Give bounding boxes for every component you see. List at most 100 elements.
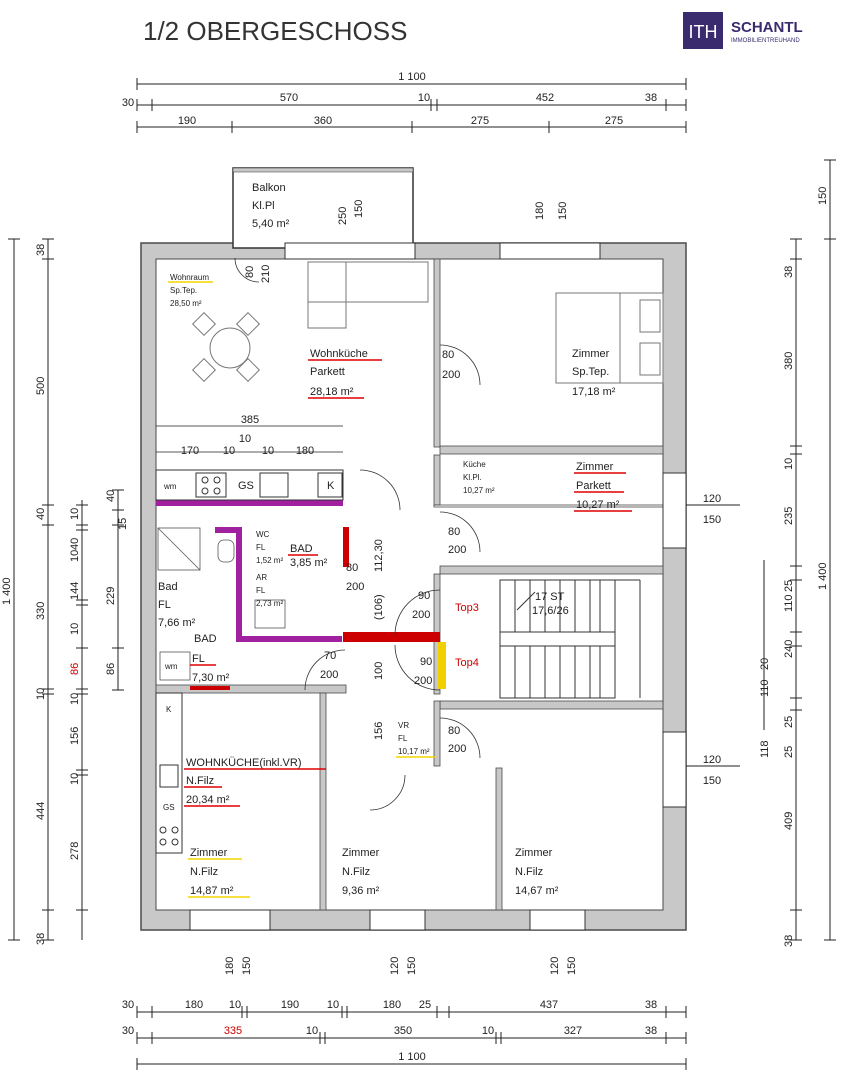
svg-text:VR: VR <box>398 721 409 730</box>
svg-text:335: 335 <box>224 1025 242 1037</box>
svg-text:235: 235 <box>783 507 795 525</box>
svg-text:200: 200 <box>448 544 466 556</box>
stairs-label: 17 ST <box>535 591 565 603</box>
svg-text:38: 38 <box>645 1025 657 1037</box>
svg-text:10: 10 <box>69 508 81 520</box>
svg-text:14,67 m²: 14,67 m² <box>515 885 559 897</box>
furniture <box>191 261 664 384</box>
svg-text:500: 500 <box>35 377 47 395</box>
svg-text:Zimmer: Zimmer <box>342 847 380 859</box>
svg-text:17,18 m²: 17,18 m² <box>572 386 616 398</box>
bath-fixtures <box>157 527 286 681</box>
right-dim-labels: 150 1 400 38 380 10 235 25 110 240 20 11… <box>703 187 829 947</box>
room-bad-top: BAD 3,85 m² <box>288 543 328 569</box>
interior-walls <box>155 258 664 911</box>
logo-initials: ITH <box>689 22 718 42</box>
room-zimmer-e: Zimmer Parkett 10,27 m² <box>574 461 632 512</box>
svg-text:1 400: 1 400 <box>817 562 829 590</box>
top-dimensions <box>136 78 687 133</box>
svg-text:150: 150 <box>566 957 578 975</box>
purple-wall-highlight <box>156 500 343 642</box>
svg-text:120: 120 <box>549 957 561 975</box>
kitchen-dim-lines <box>156 425 343 453</box>
svg-text:444: 444 <box>35 802 47 820</box>
dim-top-d: 452 <box>536 92 554 104</box>
logo-mark <box>683 12 723 49</box>
svg-text:25: 25 <box>783 716 795 728</box>
svg-text:156: 156 <box>69 727 81 745</box>
svg-text:86: 86 <box>105 663 117 675</box>
svg-text:7,30 m²: 7,30 m² <box>192 672 230 684</box>
company-logo: ITH SCHANTL IMMOBILIENTREUHAND <box>683 12 803 49</box>
svg-text:AR: AR <box>256 573 267 582</box>
svg-text:25: 25 <box>419 999 431 1011</box>
svg-text:Sp.Tep.: Sp.Tep. <box>572 366 609 378</box>
svg-text:Kl.Pl.: Kl.Pl. <box>463 473 482 482</box>
svg-text:15: 15 <box>117 518 129 530</box>
svg-text:BAD: BAD <box>194 633 217 645</box>
svg-text:86: 86 <box>69 663 81 675</box>
svg-text:FL: FL <box>256 586 266 595</box>
svg-text:38: 38 <box>35 244 47 256</box>
svg-text:28,50 m²: 28,50 m² <box>170 299 202 308</box>
room-zimmer-se: Zimmer N.Filz 14,67 m² <box>515 847 559 897</box>
room-ar: AR FL 2,73 m² <box>256 573 283 608</box>
room-wohnkueche-bottom: WOHNKÜCHE(inkl.VR) N.Filz 20,34 m² <box>184 757 326 807</box>
svg-text:7,66 m²: 7,66 m² <box>158 617 196 629</box>
svg-text:156: 156 <box>373 722 385 740</box>
kitchen-label-gs: GS <box>238 480 254 492</box>
svg-text:(106): (106) <box>373 594 385 620</box>
misc-dims: 250 150 80 210 180 150 112,30 (106) 100 … <box>244 200 569 740</box>
dim-top-f: 190 <box>178 115 196 127</box>
svg-text:229: 229 <box>105 587 117 605</box>
svg-text:150: 150 <box>703 775 721 787</box>
svg-text:200: 200 <box>448 743 466 755</box>
svg-text:2,73 m²: 2,73 m² <box>256 599 283 608</box>
svg-text:180: 180 <box>534 202 546 220</box>
svg-text:38: 38 <box>783 266 795 278</box>
svg-text:10: 10 <box>229 999 241 1011</box>
svg-text:1 400: 1 400 <box>1 577 13 605</box>
svg-text:80: 80 <box>244 266 256 278</box>
kitchen-dim-a: 170 <box>181 445 199 457</box>
svg-text:180: 180 <box>383 999 401 1011</box>
svg-text:Küche: Küche <box>463 460 486 469</box>
svg-text:118: 118 <box>759 740 771 758</box>
svg-text:Bad: Bad <box>158 581 178 593</box>
svg-text:80: 80 <box>448 526 460 538</box>
svg-text:200: 200 <box>346 581 364 593</box>
kitchen-dim-c: 10 <box>223 445 235 457</box>
svg-text:20: 20 <box>759 658 771 670</box>
svg-text:144: 144 <box>69 582 81 600</box>
page-title: 1/2 OBERGESCHOSS <box>143 16 407 46</box>
svg-text:40: 40 <box>35 508 47 520</box>
svg-text:30: 30 <box>122 999 134 1011</box>
balcony <box>232 167 414 249</box>
svg-text:10: 10 <box>69 623 81 635</box>
dim-top-a: 30 <box>122 97 134 109</box>
kitchen-dim-d: 10 <box>262 445 274 457</box>
dim-top-h: 275 <box>471 115 489 127</box>
svg-text:10: 10 <box>482 1025 494 1037</box>
svg-text:1,52 m²: 1,52 m² <box>256 556 283 565</box>
svg-text:190: 190 <box>281 999 299 1011</box>
svg-text:Wohnraum: Wohnraum <box>170 273 209 282</box>
dim-top-g: 360 <box>314 115 332 127</box>
stairs-ratio: 17,6/26 <box>532 605 569 617</box>
svg-text:330: 330 <box>35 602 47 620</box>
svg-text:278: 278 <box>69 842 81 860</box>
yellow-wall-highlight <box>438 642 446 689</box>
svg-text:200: 200 <box>442 369 460 381</box>
svg-text:N.Filz: N.Filz <box>186 775 214 787</box>
windows <box>189 242 687 931</box>
svg-text:90: 90 <box>418 590 430 602</box>
svg-text:5,40 m²: 5,40 m² <box>252 218 290 230</box>
svg-text:200: 200 <box>412 609 430 621</box>
bottom-dim-labels: 30 180 10 190 10 180 25 437 38 30 335 10… <box>122 999 657 1063</box>
svg-text:BAD: BAD <box>290 543 313 555</box>
room-wc: WC FL 1,52 m² <box>256 530 283 565</box>
svg-text:Zimmer: Zimmer <box>572 348 610 360</box>
svg-text:FL: FL <box>398 734 408 743</box>
svg-text:3,85 m²: 3,85 m² <box>290 557 328 569</box>
